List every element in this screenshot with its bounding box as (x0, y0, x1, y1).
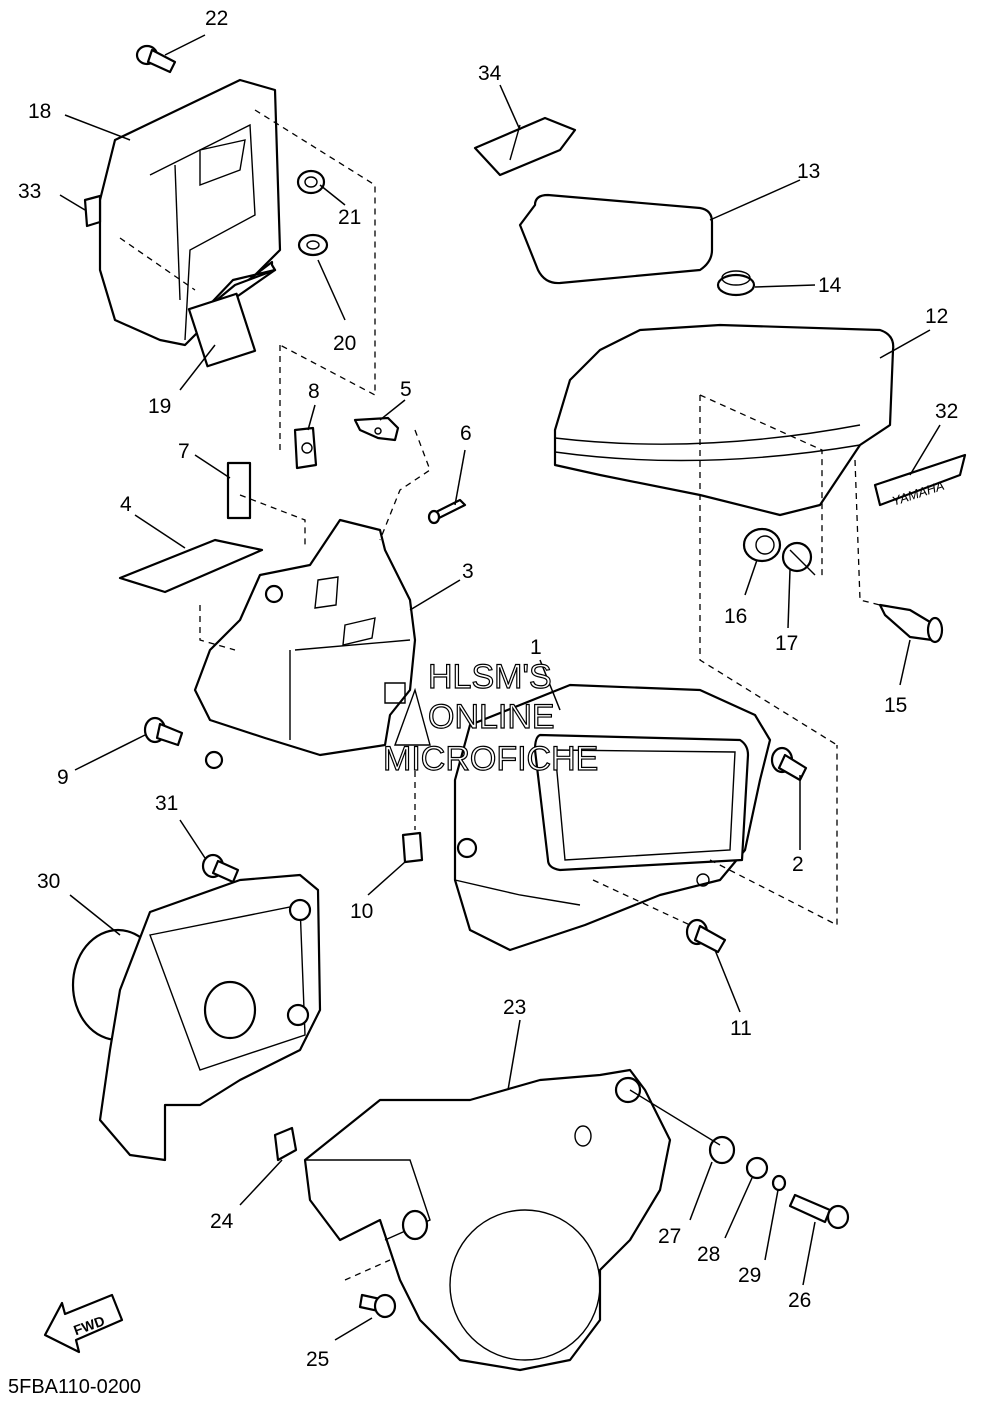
part-7-pad (226, 461, 252, 520)
part-33-label (83, 194, 102, 228)
callout-6: 6 (460, 422, 472, 445)
callout-25: 25 (306, 1348, 329, 1371)
leader-lines (59, 34, 941, 1341)
diagram-code: 5FBA110-0200 (8, 1376, 141, 1398)
part-5-bracket (353, 416, 400, 442)
callout-4: 4 (120, 493, 132, 516)
part-34-pad (473, 116, 577, 177)
part-16-grommet (742, 527, 782, 563)
callout-numbers: 22 18 33 21 20 19 34 13 14 12 32 8 5 7 6… (18, 7, 958, 1371)
part-4-sheet (118, 538, 264, 594)
callout-18: 18 (28, 100, 51, 123)
part-29-washer (771, 1174, 787, 1192)
callout-2: 2 (792, 853, 804, 876)
part-23-crank-cover (303, 1068, 672, 1372)
part-15-lock (878, 603, 944, 644)
part-30-cover (71, 873, 322, 1162)
part-20-grommet (297, 233, 329, 257)
callout-34: 34 (478, 62, 502, 85)
callout-26: 26 (788, 1289, 811, 1312)
callout-20: 20 (333, 332, 356, 355)
part-19-damper (187, 260, 277, 368)
callout-30: 30 (37, 870, 60, 893)
callout-13: 13 (797, 160, 820, 183)
callout-15: 15 (884, 694, 907, 717)
part-26-bolt (788, 1193, 850, 1230)
callout-5: 5 (400, 378, 412, 401)
part-18-side-cover (98, 78, 282, 347)
part-6-rivet (427, 498, 467, 525)
part-22-screw (135, 44, 177, 74)
part-3-battery-box (193, 518, 431, 770)
callout-14: 14 (818, 274, 842, 297)
callout-9: 9 (57, 766, 69, 789)
watermark-line-1: HLSM'S (428, 658, 552, 696)
part-11-bolt (685, 918, 727, 954)
part-12-side-cover (553, 323, 895, 746)
part-9-bolt (143, 716, 184, 747)
callout-10: 10 (350, 900, 373, 923)
callout-17: 17 (775, 632, 798, 655)
watermark-line-2: ONLINE (428, 698, 555, 736)
callout-8: 8 (308, 380, 320, 403)
callout-3: 3 (462, 560, 474, 583)
callout-22: 22 (205, 7, 228, 30)
callout-19: 19 (148, 395, 171, 418)
part-27-grommet (708, 1135, 736, 1165)
watermark: HLSM'S ONLINE MICROFICHE (382, 657, 599, 778)
callout-16: 16 (724, 605, 747, 628)
part-32-emblem: YAMAHA (873, 453, 967, 509)
callout-23: 23 (503, 996, 526, 1019)
callout-21: 21 (338, 206, 361, 229)
part-31-bolt (201, 853, 240, 884)
callout-27: 27 (658, 1225, 681, 1248)
callout-28: 28 (697, 1243, 720, 1266)
part-21-grommet (296, 169, 326, 195)
callout-12: 12 (925, 305, 948, 328)
part-28-collar (745, 1156, 769, 1180)
callout-32: 32 (935, 400, 958, 423)
part-2-bolt (770, 746, 808, 782)
callout-1: 1 (530, 636, 542, 659)
callout-29: 29 (738, 1264, 761, 1287)
callout-33: 33 (18, 180, 41, 203)
callout-11: 11 (730, 1017, 752, 1040)
callout-31: 31 (155, 792, 178, 815)
part-14-grommet (716, 270, 756, 297)
part-8-nut (293, 426, 318, 470)
part-1-air-case (453, 683, 772, 952)
part-13-sheet (518, 193, 714, 285)
fwd-arrow-icon: FWD (43, 1293, 124, 1354)
watermark-line-3: MICROFICHE (383, 740, 598, 778)
callout-7: 7 (178, 440, 190, 463)
part-24-clip (273, 1126, 298, 1162)
part-17-collar (781, 541, 816, 576)
part-25-bolt (358, 1293, 397, 1319)
part-10-nut (401, 831, 424, 864)
callout-24: 24 (210, 1210, 234, 1233)
